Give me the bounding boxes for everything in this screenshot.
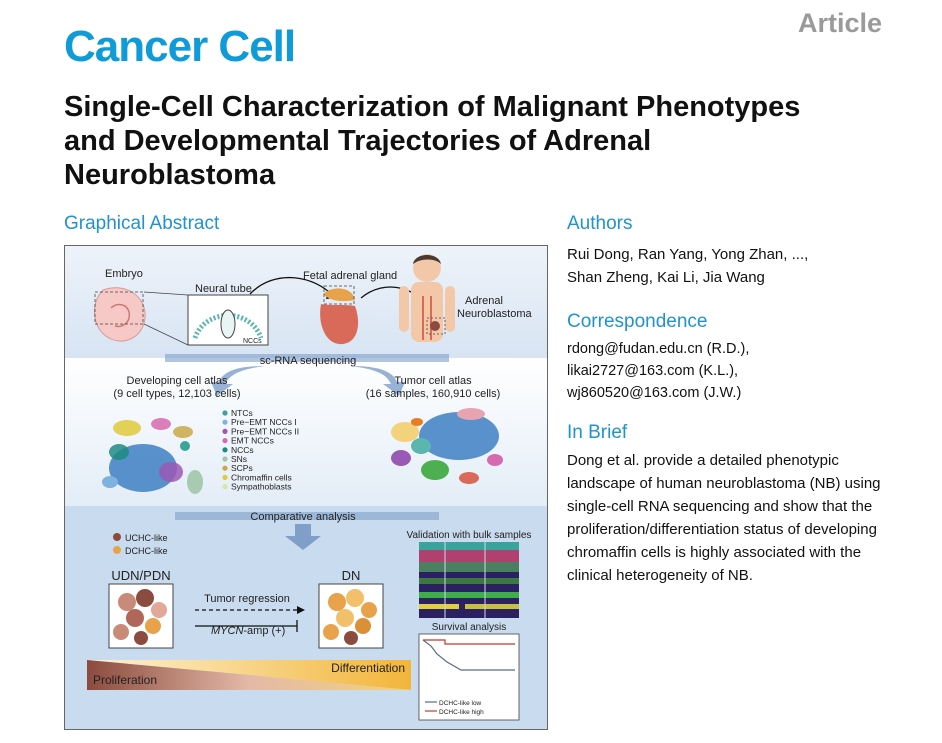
uchc-label: UCHC-like bbox=[125, 533, 168, 543]
legend-label: Sympathoblasts bbox=[231, 482, 291, 492]
legend-swatch bbox=[222, 465, 228, 471]
in-brief-text: Dong et al. provide a detailed phenotypi… bbox=[567, 452, 881, 584]
udn-pdn-label: UDN/PDN bbox=[111, 568, 170, 583]
legend-label: Chromaffin cells bbox=[231, 472, 292, 482]
correspondence-email[interactable]: rdong@fudan.edu.cn (R.D.), bbox=[567, 341, 750, 357]
legend-label: NTCs bbox=[231, 408, 253, 418]
legend-label: Pre−EMT NCCs II bbox=[231, 426, 299, 436]
comparative-label: Comparative analysis bbox=[250, 511, 356, 523]
legend-label: SNs bbox=[231, 454, 247, 464]
top-band bbox=[65, 246, 547, 358]
article-title: Single-Cell Characterization of Malignan… bbox=[64, 91, 801, 191]
tumor-atlas-count: (16 samples, 160,910 cells) bbox=[366, 388, 501, 400]
correspondence-email[interactable]: wj860520@163.com (J.W.) bbox=[567, 385, 742, 401]
tumor-atlas-label: Tumor cell atlas bbox=[394, 375, 472, 387]
tumor-atlas-umap bbox=[391, 408, 503, 484]
validation-heatmap bbox=[419, 542, 519, 618]
legend-low-label: DCHC-like low bbox=[439, 700, 482, 707]
graphical-abstract-svg: Embryo Neural tube NCCs Fetal adrenal gl… bbox=[65, 246, 547, 729]
legend-swatch bbox=[222, 438, 228, 444]
graphical-abstract-heading: Graphical Abstract bbox=[64, 213, 220, 234]
validation-label: Validation with bulk samples bbox=[407, 530, 532, 541]
uchc-legend-dot bbox=[113, 533, 121, 541]
neural-tube-label: Neural tube bbox=[195, 283, 252, 295]
legend-label: Pre−EMT NCCs I bbox=[231, 417, 297, 427]
adrenal-nb-label: Neuroblastoma bbox=[457, 308, 532, 320]
dev-atlas-count: (9 cell types, 12,103 cells) bbox=[113, 388, 240, 400]
curved-arrow bbox=[249, 276, 334, 297]
legend-swatch bbox=[222, 474, 228, 480]
journal-name: Cancer Cell bbox=[64, 22, 296, 71]
zoom-line bbox=[143, 291, 189, 296]
correspondence-list: rdong@fudan.edu.cn (R.D.), likai2727@163… bbox=[567, 338, 897, 404]
dev-atlas-label: Developing cell atlas bbox=[127, 375, 228, 387]
authors-list: Rui Dong, Ran Yang, Yong Zhan, ..., Shan… bbox=[567, 243, 897, 289]
tumor-regression-label: Tumor regression bbox=[204, 593, 290, 605]
child-illustration bbox=[399, 254, 455, 342]
legend-swatch bbox=[222, 419, 228, 425]
authors-heading: Authors bbox=[567, 213, 633, 234]
proliferation-wedge bbox=[87, 660, 411, 690]
graphical-abstract-figure: Embryo Neural tube NCCs Fetal adrenal gl… bbox=[64, 245, 548, 730]
dn-cells bbox=[323, 589, 377, 645]
dn-label: DN bbox=[342, 568, 361, 583]
legend-label: EMT NCCs bbox=[231, 436, 274, 446]
survival-high-curve bbox=[423, 639, 515, 645]
embryo-illustration bbox=[94, 287, 146, 342]
embryo-label: Embryo bbox=[105, 268, 143, 280]
survival-plot bbox=[418, 633, 520, 721]
legend-high-label: DCHC-like high bbox=[439, 709, 484, 716]
sc-rna-label: sc-RNA sequencing bbox=[260, 355, 357, 367]
legend-swatch bbox=[222, 447, 228, 453]
differentiation-label: Differentiation bbox=[331, 661, 405, 675]
article-type-label: Article bbox=[797, 8, 882, 38]
survival-label: Survival analysis bbox=[432, 622, 506, 633]
dchc-label: DCHC-like bbox=[125, 546, 168, 556]
authors-line: Shan Zheng, Kai Li, Jia Wang bbox=[567, 269, 765, 286]
correspondence-heading: Correspondence bbox=[567, 311, 708, 332]
nccs-label: NCCs bbox=[243, 338, 262, 345]
fetal-adrenal-label: Fetal adrenal gland bbox=[303, 270, 397, 282]
udn-pdn-cells bbox=[113, 589, 167, 645]
arrow-head bbox=[297, 606, 305, 614]
neural-tube-illustration bbox=[192, 309, 264, 339]
comparative-bar bbox=[175, 512, 439, 520]
legend-swatch bbox=[222, 484, 228, 490]
adrenal-nb-label: Adrenal bbox=[465, 295, 503, 307]
sequencing-bar bbox=[165, 354, 449, 362]
legend-label: NCCs bbox=[231, 445, 254, 455]
survival-low-curve bbox=[422, 639, 515, 671]
legend-swatch bbox=[222, 428, 228, 434]
legend-swatch bbox=[222, 456, 228, 462]
split-arrow-left bbox=[211, 366, 265, 396]
authors-line: Rui Dong, Ran Yang, Yong Zhan, ..., bbox=[567, 246, 809, 263]
zoom-line bbox=[143, 323, 189, 346]
dchc-legend-dot bbox=[113, 546, 121, 554]
legend-swatch bbox=[222, 410, 228, 416]
split-arrow-right bbox=[351, 366, 405, 396]
legend-label: SCPs bbox=[231, 463, 253, 473]
correspondence-email[interactable]: likai2727@163.com (K.L.), bbox=[567, 363, 739, 379]
proliferation-label: Proliferation bbox=[93, 673, 157, 687]
down-arrow bbox=[285, 524, 321, 550]
in-brief-heading: In Brief bbox=[567, 422, 628, 443]
mycn-amp-label: MYCN-amp (+) bbox=[211, 625, 285, 637]
adrenal-gland-illustration bbox=[320, 285, 359, 345]
dev-atlas-umap bbox=[102, 418, 203, 494]
